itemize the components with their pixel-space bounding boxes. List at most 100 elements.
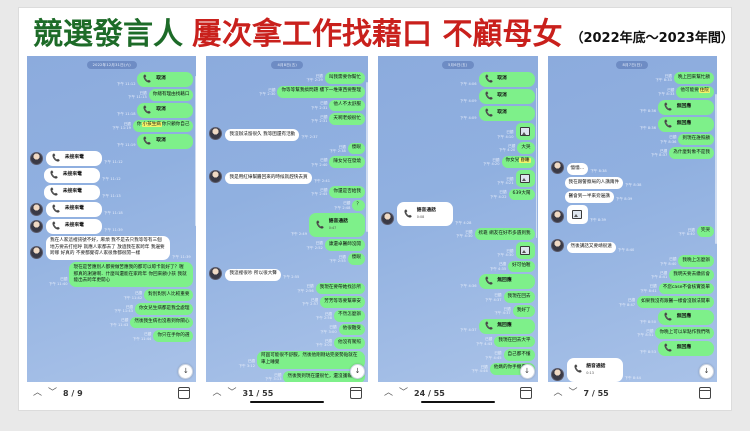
- text-message-bubble[interactable]: 他很難受: [338, 323, 365, 336]
- call-bubble[interactable]: 📞取消: [478, 106, 535, 122]
- text-message-bubble[interactable]: 傻眼: [347, 252, 365, 265]
- avatar[interactable]: [30, 246, 43, 260]
- text-message-bubble[interactable]: ？: [352, 199, 365, 212]
- text-message-bubble[interactable]: 現在是苦應別人都要做苦應我的都可以晾卡就好了？喔 那真的謝謝啊．什麼叫還能在家跨…: [69, 262, 194, 288]
- avatar[interactable]: [30, 151, 43, 165]
- scroll-to-bottom-button[interactable]: ↓: [178, 364, 194, 379]
- vertical-scrollbar[interactable]: [535, 88, 538, 238]
- call-bubble[interactable]: 📞無回應: [658, 310, 714, 326]
- call-bubble[interactable]: 📞無回應: [478, 274, 535, 290]
- scroll-to-bottom-button[interactable]: ↓: [699, 364, 714, 379]
- text-message-bubble[interactable]: 他沒有駕照: [334, 337, 365, 349]
- text-message-bubble[interactable]: 我現在要帶她找診所: [315, 282, 365, 295]
- chat-thread[interactable]: 5月6日(五)下午 4:06📞取消下午 4:09📞取消下午 4:09📞取消已讀下…: [378, 56, 538, 382]
- call-bubble[interactable]: 📞無回應: [658, 340, 714, 356]
- text-message-bubble[interactable]: 到現在誰照顧: [678, 133, 714, 146]
- chevron-up-icon[interactable]: ︿: [212, 387, 222, 398]
- text-message-bubble[interactable]: 我現在回去: [503, 291, 535, 304]
- text-message-bubble[interactable]: 他媽的你手機丟掉: [489, 362, 535, 375]
- avatar[interactable]: [209, 126, 223, 140]
- avatar[interactable]: [550, 367, 564, 381]
- text-message-bubble[interactable]: 如果我沒有跟醫一樣會沒辦法開車: [637, 296, 714, 309]
- text-message-bubble[interactable]: 我好了: [512, 305, 535, 317]
- text-message-bubble[interactable]: 為什麼對象不是我: [669, 147, 714, 159]
- text-message-bubble[interactable]: 不您case不會核實簽單: [658, 282, 714, 295]
- text-message-bubble[interactable]: 阿圓可能很不舒服，然後他剛剛站完姿勢貼就在車上睡覺: [257, 350, 365, 370]
- avatar[interactable]: [550, 239, 564, 253]
- text-message-bubble[interactable]: 你女兒昏睡: [501, 155, 535, 168]
- call-bubble[interactable]: 📞無回應: [478, 318, 535, 334]
- text-message-bubble[interactable]: 不然怎麼辦: [334, 309, 365, 322]
- text-message-bubble[interactable]: 晚上回來幫忙顧: [673, 72, 714, 84]
- text-message-bubble[interactable]: 康還卓醫師沒開: [324, 239, 365, 251]
- call-bubble[interactable]: 📞未接來電: [46, 218, 102, 234]
- call-bubble[interactable]: 📞無回應: [658, 116, 714, 132]
- avatar[interactable]: [381, 212, 394, 226]
- call-bubble[interactable]: 📞未接來電: [44, 167, 100, 183]
- avatar[interactable]: [30, 219, 43, 233]
- call-bubble[interactable]: 📞無回應: [658, 99, 714, 115]
- text-message-bubble[interactable]: 陳女兒在發燒: [329, 156, 365, 169]
- text-message-bubble[interactable]: 憶憶…: [566, 163, 589, 175]
- scroll-to-bottom-button[interactable]: ↓: [519, 364, 535, 379]
- chevron-down-icon[interactable]: ﹀: [568, 387, 578, 398]
- vertical-scrollbar[interactable]: [194, 76, 196, 226]
- text-message-bubble[interactable]: 欸靠 網友在好市多遇到我: [474, 228, 535, 240]
- text-message-bubble[interactable]: 我沒辦法留很久 我等困還有活動: [225, 129, 300, 141]
- text-message-bubble[interactable]: 你只在手你的選: [153, 330, 194, 343]
- text-message-bubble[interactable]: 你等等幫我搞問題 樓下一堆東西要整理: [277, 85, 365, 98]
- text-message-bubble[interactable]: 叫我需要你幫忙: [324, 72, 365, 84]
- text-message-bubble[interactable]: 我現在回去大平: [494, 335, 535, 348]
- chevron-up-icon[interactable]: ︿: [553, 387, 563, 398]
- chevron-up-icon[interactable]: ︿: [33, 387, 43, 398]
- call-bubble[interactable]: 📞取消: [137, 102, 194, 118]
- avatar[interactable]: [209, 266, 223, 280]
- image-message[interactable]: [566, 204, 588, 224]
- call-bubble[interactable]: 📞未接來電: [46, 201, 102, 217]
- text-message-bubble[interactable]: 傻眼: [347, 142, 365, 155]
- vertical-scrollbar[interactable]: [366, 82, 368, 232]
- text-message-bubble[interactable]: 我是用紅綠幫醬回來的時候就趕快去買: [225, 172, 312, 185]
- text-message-bubble[interactable]: 我在跟警察局的人講兩件: [564, 177, 624, 189]
- call-bubble[interactable]: 📞取消: [478, 72, 535, 88]
- call-bubble[interactable]: 📞取消: [137, 133, 194, 149]
- text-message-bubble[interactable]: 你還是否給我: [329, 186, 365, 198]
- call-bubble[interactable]: 📞取消: [137, 72, 194, 88]
- screenshot-icon[interactable]: [350, 387, 362, 399]
- image-message[interactable]: [515, 123, 535, 141]
- text-message-bubble[interactable]: 好可怕喔: [508, 260, 535, 273]
- text-message-bubble[interactable]: 對別對別人比較重要: [144, 289, 194, 302]
- text-message-bubble[interactable]: 我晚上怎麼辦: [678, 255, 714, 268]
- avatar[interactable]: [550, 209, 564, 223]
- text-message-bubble[interactable]: 天啊老娘很忙: [329, 113, 365, 125]
- call-bubble[interactable]: 📞未接來電: [44, 184, 100, 200]
- text-message-bubble[interactable]: 你小孩生病你只顧你自己: [132, 119, 194, 132]
- call-bubble[interactable]: 📞取消: [478, 89, 535, 105]
- chevron-down-icon[interactable]: ﹀: [399, 387, 409, 398]
- text-message-bubble[interactable]: 你晚上可以早點作我們嗎: [655, 327, 714, 339]
- text-message-bubble[interactable]: 他可能要住院: [676, 85, 714, 98]
- text-message-bubble[interactable]: 自己都不懂: [503, 349, 535, 361]
- text-message-bubble[interactable]: 我這裡很吵 所以很大聲: [225, 268, 281, 281]
- image-message[interactable]: [515, 241, 535, 259]
- text-message-bubble[interactable]: 笑哭: [696, 225, 714, 238]
- text-message-bubble[interactable]: 我在人家這裡訊號不好，麻煩 我不是去只我等等有三個地方要去打招呼 就應人家都去了…: [46, 235, 170, 261]
- text-message-bubble[interactable]: 他人不太舒服: [329, 99, 365, 112]
- image-message[interactable]: [515, 169, 535, 187]
- text-message-bubble[interactable]: 大哭: [517, 142, 535, 154]
- vertical-scrollbar[interactable]: [715, 94, 717, 244]
- text-message-bubble[interactable]: 你總有理由找藉口: [148, 89, 194, 101]
- text-message-bubble[interactable]: 醫會到一半來旁邊講: [564, 191, 614, 203]
- text-message-bubble[interactable]: 你女兒生病都是我全處理: [134, 303, 194, 315]
- call-bubble[interactable]: 📞未接來電: [46, 150, 102, 166]
- scroll-to-bottom-button[interactable]: ↓: [350, 364, 365, 379]
- text-message-bubble[interactable]: 芳芳等等要幫車安: [320, 296, 365, 308]
- text-message-bubble[interactable]: 然後我到現在還很忙，還沒護報名費: [283, 371, 365, 382]
- text-message-bubble[interactable]: 然後我生病也沒看到你關心: [130, 316, 194, 329]
